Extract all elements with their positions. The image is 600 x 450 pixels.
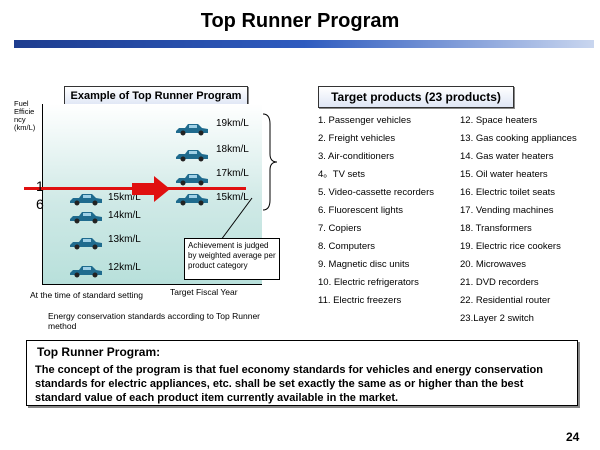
list-item: 21. DVD recorders — [460, 277, 539, 288]
title-underline-bar — [14, 40, 594, 48]
list-item: 15. Oil water heaters — [460, 169, 548, 180]
list-item: 23.Layer 2 switch — [460, 313, 534, 324]
y-axis — [42, 104, 43, 284]
start-value-label: 15km/L — [108, 192, 141, 203]
callout-pointer — [217, 197, 253, 245]
page-title: Top Runner Program — [200, 10, 400, 32]
left-panel-header: Example of Top Runner Program — [64, 86, 248, 106]
red-line-label-2: 6 — [36, 196, 44, 212]
list-item: 16. Electric toilet seats — [460, 187, 556, 198]
car-icon — [70, 212, 102, 224]
list-item: 4。TV sets — [318, 169, 365, 180]
list-item: 7. Copiers — [318, 223, 362, 234]
x-axis — [42, 284, 262, 285]
list-item: 2. Freight vehicles — [318, 133, 396, 144]
x-label-start: At the time of standard setting — [30, 290, 143, 300]
list-item: 19. Electric rice cookers — [460, 241, 561, 252]
target-value-label: 15km/L — [216, 192, 249, 203]
car-icon — [70, 194, 102, 206]
summary-title: Top Runner Program: — [37, 345, 161, 359]
list-item: 13. Gas cooking appliances — [460, 133, 577, 144]
list-item: 11. Electric freezers — [318, 295, 402, 306]
chart-caption: Energy conservation standards according … — [48, 311, 260, 331]
target-value-label: 19km/L — [216, 118, 249, 129]
fuel-efficiency-plot: 15km/L 14km/L 13km/L 12km/L 19km/L 18km/… — [42, 104, 262, 285]
car-icon — [176, 174, 208, 186]
target-value-label: 17km/L — [216, 168, 249, 179]
summary-box: Top Runner Program: The concept of the p… — [26, 340, 578, 406]
red-line-label-1: 1 — [36, 178, 44, 194]
car-icon — [70, 238, 102, 250]
car-icon — [176, 150, 208, 162]
car-icon — [70, 266, 102, 278]
achievement-note: Achievement is judged by weighted averag… — [184, 238, 280, 280]
target-value-label: 18km/L — [216, 144, 249, 155]
y-axis-label: Fuel Efficiency (km/L) — [14, 99, 36, 132]
car-icon — [176, 194, 208, 206]
list-item: 18. Transformers — [460, 223, 532, 234]
list-item: 22. Residential router — [460, 295, 551, 306]
list-item: 9. Magnetic disc units — [318, 259, 410, 270]
brace-icon — [262, 113, 278, 211]
list-item: 3. Air-conditioners — [318, 151, 395, 162]
car-icon — [176, 124, 208, 136]
x-label-target: Target Fiscal Year — [170, 287, 238, 297]
product-list-col1: 1. Passenger vehicles 2. Freight vehicle… — [318, 112, 458, 310]
list-item: 5. Video-cassette recorders — [318, 187, 434, 198]
start-value-label: 12km/L — [108, 262, 141, 273]
page-number: 24 — [566, 430, 580, 444]
list-item: 12. Space heaters — [460, 115, 538, 126]
list-item: 20. Microwaves — [460, 259, 526, 270]
list-item: 10. Electric refrigerators — [318, 277, 419, 288]
product-list-col2: 12. Space heaters 13. Gas cooking applia… — [460, 112, 600, 328]
right-panel-header: Target products (23 products) — [318, 86, 514, 108]
list-item: 1. Passenger vehicles — [318, 115, 411, 126]
start-value-label: 14km/L — [108, 210, 141, 221]
list-item: 8. Computers — [318, 241, 376, 252]
list-item: 17. Vending machines — [460, 205, 554, 216]
summary-text: The concept of the program is that fuel … — [35, 364, 543, 404]
list-item: 6. Fluorescent lights — [318, 205, 404, 216]
list-item: 14. Gas water heaters — [460, 151, 554, 162]
arrow-right-icon — [132, 176, 170, 202]
start-value-label: 13km/L — [108, 234, 141, 245]
